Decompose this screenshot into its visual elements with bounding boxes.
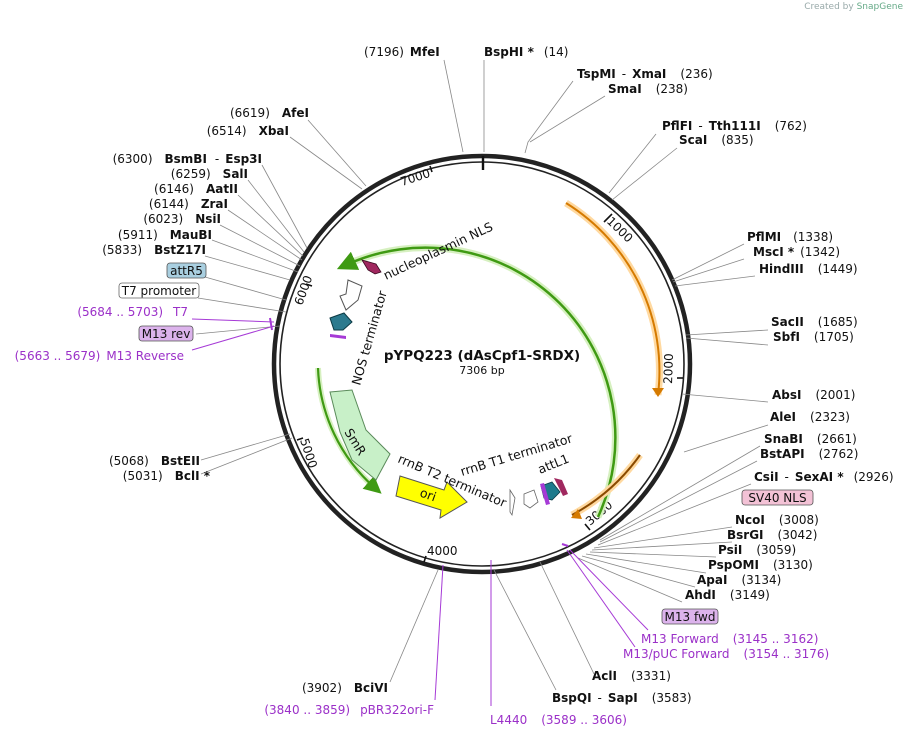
site-pflmi: PflMI(1338) xyxy=(747,230,833,244)
m13-rev-label: M13 rev xyxy=(142,327,191,341)
site-acli: AclI(3331) xyxy=(592,669,671,683)
nucleoplasmin-nls-arrow xyxy=(361,259,382,275)
site-msci: MscI *(1342) xyxy=(753,245,840,259)
site-csii-sexai: CsiI-SexAI *(2926) xyxy=(754,470,894,484)
site-tspmi-xmai: TspMI-XmaI(236) xyxy=(577,67,713,81)
site-absi: AbsI(2001) xyxy=(772,388,855,402)
rrnb-t2-arrow xyxy=(509,488,516,517)
primer-labels: (5684 .. 5703)T7 (5663 .. 5679)M13 Rever… xyxy=(15,305,830,727)
site-bsmbi-esp3i: (6300)BsmBI-Esp3I xyxy=(113,152,262,166)
site-apai: ApaI(3134) xyxy=(697,573,781,587)
tick-2000: 2000 xyxy=(661,353,676,384)
site-pspomi: PspOMI(3130) xyxy=(708,558,813,572)
m13-rev-box xyxy=(138,325,194,342)
site-hindiii: HindIII(1449) xyxy=(759,262,858,276)
site-sali: (6259)SalI xyxy=(171,167,248,181)
site-bsphi: BspHI *(14) xyxy=(484,45,568,59)
m13-fwd-box xyxy=(661,608,719,625)
site-bspqi-sapi: BspQI-SapI(3583) xyxy=(552,691,692,705)
sv40-nls-label: SV40 NLS xyxy=(748,491,806,505)
primer-m13-forward: M13 Forward(3145 .. 3162) xyxy=(641,632,818,646)
t7-promoter-box xyxy=(118,282,200,299)
site-maubi: (5911)MauBI xyxy=(118,228,212,242)
ori-arrow xyxy=(395,475,468,519)
site-xbai: (6514)XbaI xyxy=(207,124,289,138)
site-snabi: SnaBI(2661) xyxy=(764,432,857,446)
rrnb-t1-arrow xyxy=(523,489,539,509)
site-nsii: (6023)NsiI xyxy=(143,212,221,226)
site-ncoi: NcoI(3008) xyxy=(735,513,819,527)
site-bcli: (5031)BclI * xyxy=(123,469,211,483)
position-ticks xyxy=(296,156,683,563)
primer-site-attl1 xyxy=(540,483,550,505)
sv40-nls-box xyxy=(741,489,814,506)
orange-feature-arrow xyxy=(565,202,661,396)
site-sacii: SacII(1685) xyxy=(771,315,858,329)
primer-pbr322ori-f: (3840 .. 3859)pBR322ori-F xyxy=(264,703,434,717)
site-bsrgi: BsrGI(3042) xyxy=(727,528,817,542)
site-leader-lines xyxy=(195,59,769,691)
orange-arrowhead xyxy=(652,388,664,397)
orange-arrowhead-2 xyxy=(571,509,582,519)
site-ahdi: AhdI(3149) xyxy=(685,588,770,602)
label-ori: ori xyxy=(418,485,438,505)
green-feature-arc-top xyxy=(344,244,619,519)
boxed-feature-labels: attR5 T7 promoter M13 rev SV40 NLS M13 f… xyxy=(118,262,814,625)
nos-terminator-arrow xyxy=(339,279,363,311)
site-mfei: (7196)MfeI xyxy=(364,45,440,59)
snapgene-credit: Created by SnapGene xyxy=(804,2,903,12)
site-sbfi: SbfI(1705) xyxy=(773,330,854,344)
site-aatii: (6146)AatII xyxy=(154,182,238,196)
site-bstapi: BstAPI(2762) xyxy=(760,447,858,461)
smr-arrow xyxy=(329,389,391,481)
tick-4000: 4000 xyxy=(427,544,458,558)
primer-leader-lines xyxy=(191,317,649,706)
plasmid-name: pYPQ223 (dAsCpf1-SRDX) xyxy=(384,348,580,364)
site-bcivi: (3902)BciVI xyxy=(302,681,388,695)
plasmid-length: 7306 bp xyxy=(459,364,504,377)
site-psii: PsiI(3059) xyxy=(718,543,796,557)
t7-promoter-label: T7 promoter xyxy=(121,284,197,298)
site-labels-top-right: (7196)MfeI BspHI *(14) TspMI-XmaI(236) S… xyxy=(364,45,894,705)
attr5-arrow xyxy=(329,312,353,331)
attr5-box xyxy=(166,262,207,279)
site-scai: ScaI(835) xyxy=(679,133,754,147)
primer-m13-puc-forward: M13/pUC Forward(3154 .. 3176) xyxy=(623,647,829,661)
site-afei: (6619)AfeI xyxy=(230,106,309,120)
green-feature-arrow-left xyxy=(316,367,382,494)
m13-fwd-label: M13 fwd xyxy=(665,610,716,624)
primer-t7: (5684 .. 5703)T7 xyxy=(77,305,188,319)
primer-m13-reverse: (5663 .. 5679)M13 Reverse xyxy=(15,349,184,363)
site-labels-left: (3902)BciVI (5068)BstEII (5031)BclI * (6… xyxy=(102,106,388,695)
site-pflfi-tth111i: PflFI-Tth111I(762) xyxy=(662,119,807,133)
site-alei: AleI(2323) xyxy=(770,410,850,424)
credit-prefix: Created by xyxy=(804,2,854,12)
credit-brand: SnapGene xyxy=(856,2,903,12)
site-bstz17i: (5833)BstZ17I xyxy=(102,243,206,257)
site-smai: SmaI(238) xyxy=(608,82,688,96)
primer-site-purple xyxy=(330,334,346,339)
green-feature-arrow-top xyxy=(336,246,617,518)
tick-6000: 6000 xyxy=(292,274,316,307)
primer-l4440: L4440(3589 .. 3606) xyxy=(490,713,627,727)
sv40-nls-arrow xyxy=(554,478,568,496)
site-zrai: (6144)ZraI xyxy=(149,197,228,211)
attr5-label: attR5 xyxy=(170,264,203,278)
site-bsteii: (5068)BstEII xyxy=(109,454,200,468)
